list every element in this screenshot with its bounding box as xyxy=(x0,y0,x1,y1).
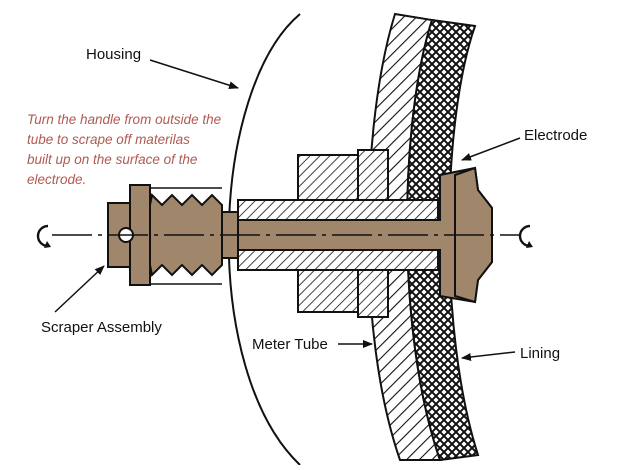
electrode-leader xyxy=(461,137,521,161)
housing-label: Housing xyxy=(86,46,141,63)
housing-leader xyxy=(149,59,239,90)
instruction-note: Turn the handle from outside the tube to… xyxy=(27,112,221,187)
left-rotation-icon xyxy=(36,224,51,248)
shaft-sleeve-lower xyxy=(237,249,439,271)
note-line-1: Turn the handle from outside the xyxy=(27,112,221,127)
electrode-label: Electrode xyxy=(524,127,587,144)
shaft-sleeve-upper xyxy=(237,199,439,221)
lining-label: Lining xyxy=(520,345,560,362)
lining-leader xyxy=(461,351,516,361)
note-line-3: built up on the surface of the xyxy=(27,152,197,167)
right-rotation-icon xyxy=(518,224,533,248)
meter-tube-label: Meter Tube xyxy=(252,336,328,353)
scraper-assembly-label: Scraper Assembly xyxy=(41,319,162,336)
note-line-4: electrode. xyxy=(27,172,86,187)
note-line-2: tube to scrape off materilas xyxy=(27,132,190,147)
scraper-leader xyxy=(54,265,105,313)
